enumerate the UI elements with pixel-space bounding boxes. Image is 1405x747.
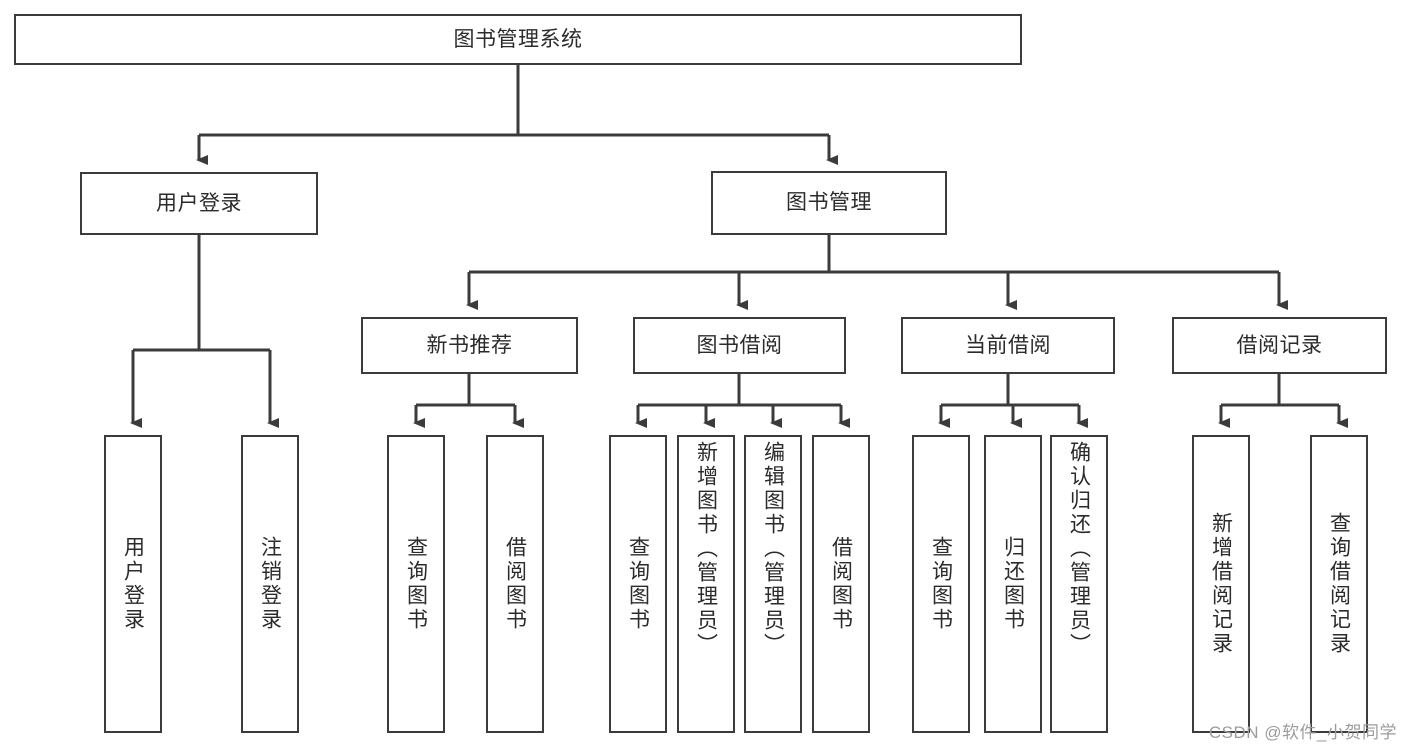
node-book-management-label: 图书管理 xyxy=(786,191,872,215)
leaf-borrow-books-new[interactable]: 借阅图书 xyxy=(486,435,544,733)
leaf-user-login[interactable]: 用户登录 xyxy=(104,435,162,733)
node-book-management[interactable]: 图书管理 xyxy=(711,171,947,235)
node-user-login[interactable]: 用户登录 xyxy=(80,172,318,235)
csdn-watermark: CSDN @软件_小贺同学 xyxy=(1208,723,1397,742)
node-current-borrow[interactable]: 当前借阅 xyxy=(901,317,1115,374)
leaf-return-book[interactable]: 归还图书 xyxy=(984,435,1042,733)
leaf-edit-book-admin[interactable]: 编辑图书（管理员） xyxy=(744,435,802,733)
leaf-edit-book-admin-label: 编辑图书（管理员） xyxy=(761,441,785,657)
leaf-add-borrow-record[interactable]: 新增借阅记录 xyxy=(1192,435,1250,733)
leaf-query-borrow-record[interactable]: 查询借阅记录 xyxy=(1310,435,1368,733)
node-borrow-records[interactable]: 借阅记录 xyxy=(1172,317,1387,374)
leaf-query-books-new-label: 查询图书 xyxy=(404,536,428,632)
node-book-borrow-label: 图书借阅 xyxy=(696,333,783,357)
leaf-query-borrow-record-label: 查询借阅记录 xyxy=(1327,512,1351,656)
leaf-query-books-current[interactable]: 查询图书 xyxy=(912,435,970,733)
leaf-query-books-borrow[interactable]: 查询图书 xyxy=(609,435,667,733)
leaf-query-books-new[interactable]: 查询图书 xyxy=(387,435,445,733)
leaf-user-login-label: 用户登录 xyxy=(121,536,145,632)
node-root-label: 图书管理系统 xyxy=(453,27,583,51)
leaf-add-borrow-record-label: 新增借阅记录 xyxy=(1209,512,1233,656)
node-current-borrow-label: 当前借阅 xyxy=(965,333,1051,357)
node-new-book-recommend[interactable]: 新书推荐 xyxy=(361,317,578,374)
leaf-confirm-return-admin[interactable]: 确认归还（管理员） xyxy=(1050,435,1108,733)
leaf-logout-label: 注销登录 xyxy=(258,536,282,632)
node-book-borrow[interactable]: 图书借阅 xyxy=(633,317,846,374)
leaf-add-book-admin-label: 新增图书（管理员） xyxy=(694,441,718,657)
leaf-query-books-borrow-label: 查询图书 xyxy=(626,536,650,632)
leaf-borrow-book-label: 借阅图书 xyxy=(829,536,853,632)
leaf-logout[interactable]: 注销登录 xyxy=(241,435,299,733)
leaf-borrow-book[interactable]: 借阅图书 xyxy=(812,435,870,733)
node-user-login-label: 用户登录 xyxy=(156,191,242,215)
leaf-borrow-books-new-label: 借阅图书 xyxy=(503,536,527,632)
leaf-confirm-return-admin-label: 确认归还（管理员） xyxy=(1067,441,1091,657)
leaf-query-books-current-label: 查询图书 xyxy=(929,536,953,632)
node-borrow-records-label: 借阅记录 xyxy=(1236,333,1323,357)
node-new-book-recommend-label: 新书推荐 xyxy=(426,333,513,357)
leaf-add-book-admin[interactable]: 新增图书（管理员） xyxy=(677,435,735,733)
leaf-return-book-label: 归还图书 xyxy=(1001,536,1025,632)
node-root[interactable]: 图书管理系统 xyxy=(14,14,1022,65)
